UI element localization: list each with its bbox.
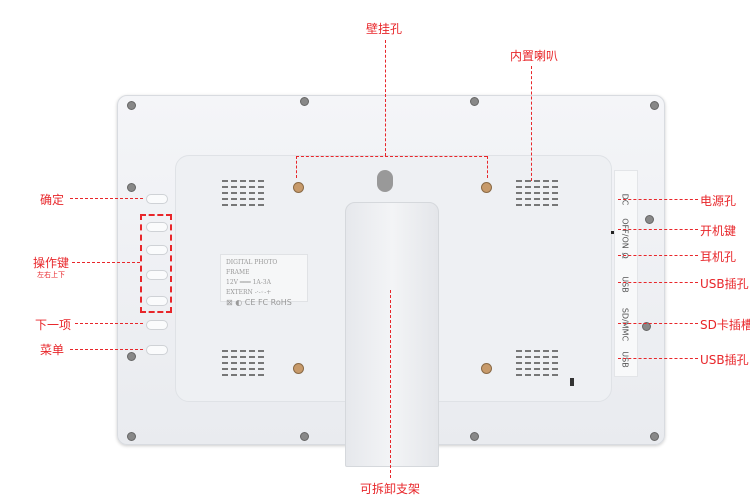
label-wall-mount: 壁挂孔 [366,22,403,36]
label-speaker: 内置喇叭 [510,49,559,63]
label-usb-2: USB插孔 [700,353,749,367]
label-menu: 菜单 [40,343,65,357]
leader-line [618,358,698,359]
screw-icon [127,183,136,192]
wall-mount-hole [293,363,304,374]
speaker-grill [516,350,560,376]
leader-line [618,323,698,324]
screw-icon [127,352,136,361]
leader-line [385,40,386,156]
label-stand: 可拆卸支架 [360,482,421,496]
keyhole-mount [377,170,393,192]
speaker-grill [516,180,560,206]
next-button[interactable] [146,320,168,330]
plate-title: DIGITAL PHOTO FRAME [226,259,278,276]
leader-line [296,156,297,178]
label-earphone: 耳机孔 [700,250,737,264]
indicator-dot [611,231,614,234]
port-usb-2[interactable]: USB [620,351,630,368]
leader-line [618,229,698,230]
leader-line [487,156,488,178]
label-confirm: 确定 [40,193,65,207]
leader-line [531,66,532,181]
label-power-key: 开机键 [700,224,737,238]
label-dc-port: 电源孔 [700,194,737,208]
leader-line [72,262,140,263]
screw-icon [470,97,479,106]
leader-line [618,255,698,256]
leader-line [70,198,143,199]
detachable-stand[interactable] [345,202,439,467]
port-strip [614,170,638,377]
speaker-grill [222,350,266,376]
wall-mount-hole [293,182,304,193]
down-button[interactable] [146,296,168,306]
right-button[interactable] [146,245,168,255]
operation-keys-highlight [140,214,172,313]
leader-line [618,282,698,283]
label-next: 下一项 [35,318,72,332]
confirm-button[interactable] [146,194,168,204]
label-operation-keys: 操作键 [33,256,70,270]
leader-line [618,199,698,200]
plate-power: 12V ═══ 1A-3A [226,279,271,286]
label-sd-slot: SD卡插槽 [700,318,750,332]
screw-icon [300,97,309,106]
wall-mount-hole [481,363,492,374]
leader-line [390,290,391,478]
screw-icon [127,432,136,441]
leader-line [296,156,487,157]
screw-icon [127,101,136,110]
plate-extern: EXTERN -·-◦-+ [226,289,272,296]
label-usb-1: USB插孔 [700,277,749,291]
up-button[interactable] [146,270,168,280]
label-operation-keys-sub: 左右上下 [37,271,65,279]
speaker-grill [222,180,266,206]
reset-hole [570,378,574,386]
screw-icon [650,432,659,441]
screw-icon [300,432,309,441]
screw-icon [650,101,659,110]
wall-mount-hole [481,182,492,193]
spec-plate: DIGITAL PHOTO FRAME 12V ═══ 1A-3A EXTERN… [220,254,308,307]
menu-button[interactable] [146,345,168,355]
screw-icon [645,215,654,224]
screw-icon [470,432,479,441]
leader-line [75,323,143,324]
plate-certs: ⊠ ◐ CE FC RoHS [226,298,292,307]
screw-icon [642,322,651,331]
left-button[interactable] [146,222,168,232]
leader-line [70,349,143,350]
